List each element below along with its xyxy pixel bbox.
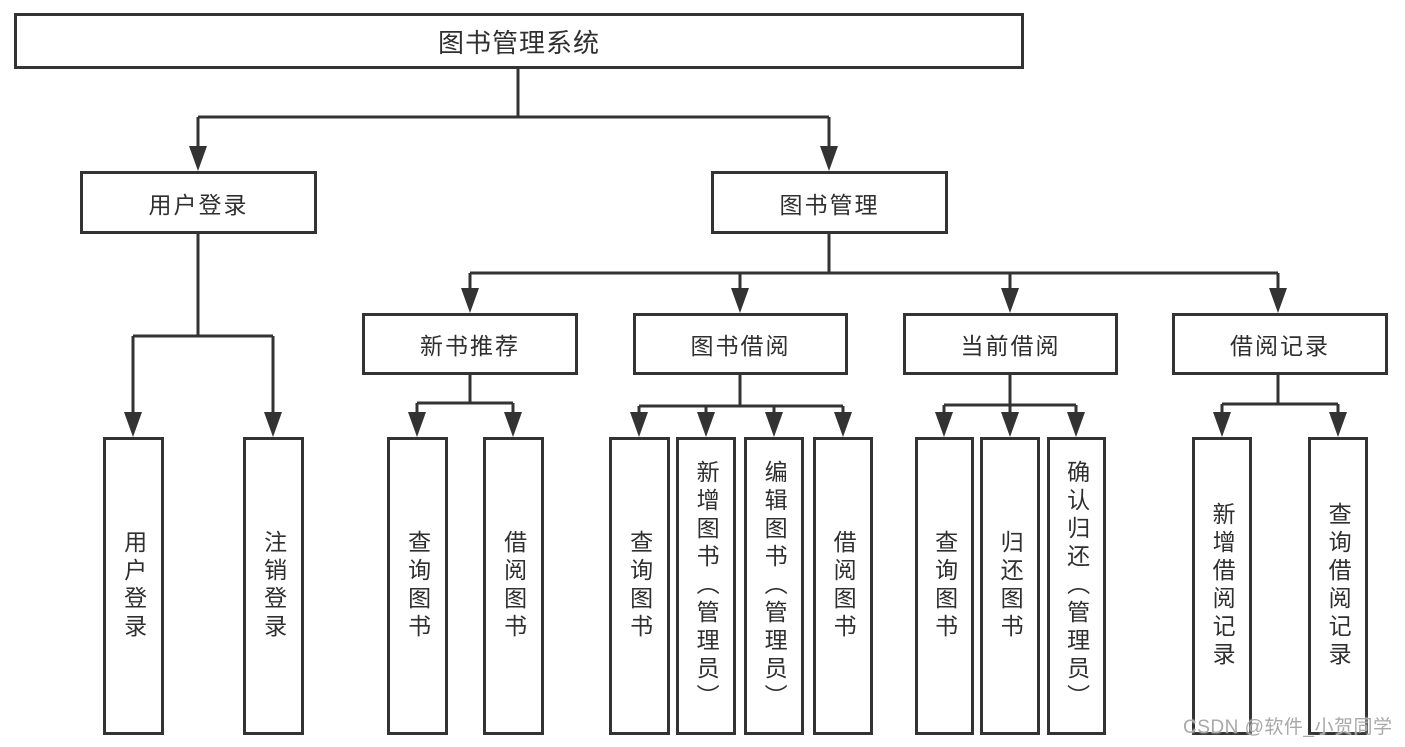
node-book-borrowing: 图书借阅 — [633, 313, 848, 375]
node-library-system-label: 图书管理系统 — [437, 27, 600, 58]
leaf-query-books-recommend-label: 查询图书 — [404, 530, 431, 642]
node-user-login-label: 用户登录 — [148, 191, 249, 218]
leaf-logout: 注销登录 — [243, 437, 304, 735]
leaf-query-books-current: 查询图书 — [915, 437, 974, 735]
leaf-confirm-return-admin-label: 确认归还（管理员） — [1063, 460, 1090, 712]
leaf-user-login: 用户登录 — [103, 437, 164, 735]
leaf-edit-book-admin: 编辑图书（管理员） — [744, 437, 804, 735]
leaf-return-book-label: 归还图书 — [997, 530, 1024, 642]
node-current-borrowing: 当前借阅 — [903, 313, 1118, 375]
leaf-edit-book-admin-label: 编辑图书（管理员） — [761, 460, 788, 712]
leaf-query-books-borrowing: 查询图书 — [609, 437, 670, 735]
leaf-borrow-books-recommend: 借阅图书 — [483, 437, 544, 735]
node-book-management: 图书管理 — [711, 171, 948, 234]
leaf-query-borrow-record: 查询借阅记录 — [1308, 437, 1368, 735]
node-current-borrowing-label: 当前借阅 — [960, 333, 1061, 359]
leaf-borrow-books-recommend-label: 借阅图书 — [500, 530, 527, 642]
node-book-management-label: 图书管理 — [779, 191, 880, 218]
leaf-add-borrow-record: 新增借阅记录 — [1192, 437, 1252, 735]
leaf-borrow-books-borrowing-label: 借阅图书 — [830, 530, 857, 642]
node-new-book-recommend-label: 新书推荐 — [420, 333, 520, 359]
leaf-query-borrow-record-label: 查询借阅记录 — [1325, 502, 1352, 670]
leaf-borrow-books-borrowing: 借阅图书 — [813, 437, 873, 735]
node-new-book-recommend: 新书推荐 — [362, 313, 578, 375]
leaf-logout-label: 注销登录 — [260, 530, 287, 642]
leaf-add-book-admin-label: 新增图书（管理员） — [693, 460, 720, 712]
node-book-borrowing-label: 图书借阅 — [690, 333, 791, 359]
node-user-login: 用户登录 — [80, 171, 317, 234]
node-library-system: 图书管理系统 — [14, 13, 1024, 69]
leaf-confirm-return-admin: 确认归还（管理员） — [1047, 437, 1106, 735]
leaf-query-books-recommend: 查询图书 — [387, 437, 448, 735]
leaf-query-books-borrowing-label: 查询图书 — [626, 530, 653, 642]
leaf-add-book-admin: 新增图书（管理员） — [676, 437, 736, 735]
leaf-query-books-current-label: 查询图书 — [931, 530, 958, 642]
watermark-text: CSDN @软件_小贺同学 — [1183, 717, 1393, 738]
leaf-return-book: 归还图书 — [980, 437, 1040, 735]
node-borrowing-records: 借阅记录 — [1172, 313, 1388, 375]
node-borrowing-records-label: 借阅记录 — [1230, 333, 1330, 359]
leaf-add-borrow-record-label: 新增借阅记录 — [1209, 502, 1236, 670]
leaf-user-login-label: 用户登录 — [120, 530, 147, 642]
